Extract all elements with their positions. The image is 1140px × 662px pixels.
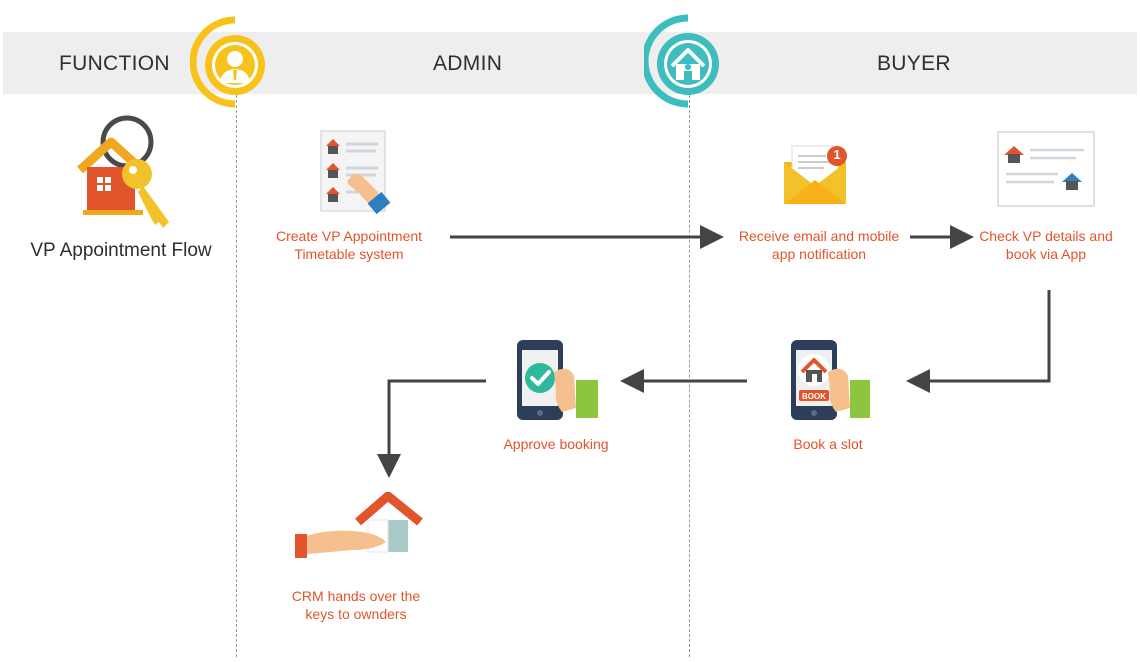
- admin-column-title: ADMIN: [433, 52, 503, 75]
- email-notification-icon: [784, 145, 847, 204]
- checklist-hand-icon: [320, 130, 391, 215]
- column-divider-buyer: [689, 95, 690, 657]
- book-button-text: BOOK: [802, 392, 826, 401]
- arrow-approve-to-handover: [377, 379, 486, 478]
- property-details-card-icon: [997, 131, 1095, 207]
- admin-person-badge-icon: [190, 16, 265, 108]
- notification-count-badge: 1: [833, 147, 841, 162]
- step-approve-booking-label: Approve booking: [503, 436, 609, 452]
- phone-book-icon: BOOK: [791, 340, 870, 420]
- phone-approve-icon: [517, 340, 598, 420]
- arrow-check-to-book: [906, 290, 1051, 393]
- hand-house-icon: [295, 492, 423, 558]
- house-keys-icon: [76, 115, 169, 228]
- function-column-title: FUNCTION: [59, 52, 170, 75]
- step-check-details-label: Check VP details and book via App: [979, 228, 1113, 262]
- buyer-house-badge-icon: [644, 14, 719, 108]
- step-receive-notification-label: Receive email and mobile app notificatio…: [738, 228, 900, 262]
- function-title: VP Appointment Flow: [30, 240, 212, 261]
- step-book-slot-label: Book a slot: [793, 436, 863, 452]
- step-create-timetable-label: Create VP Appointment Timetable system: [275, 228, 423, 262]
- column-divider-admin: [236, 95, 237, 657]
- step-hand-over-keys-label: CRM hands over the keys to ownders: [291, 588, 421, 622]
- buyer-column-title: BUYER: [877, 52, 951, 75]
